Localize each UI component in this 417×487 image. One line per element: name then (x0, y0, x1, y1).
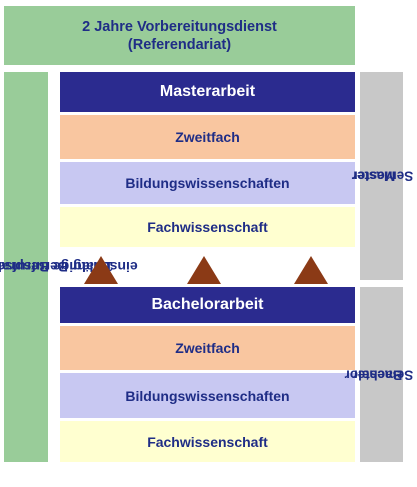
berufspraktikum-band: 1 Jahr Berufspraktikum oder einschlägige… (0, 72, 138, 462)
bachelor-semester-band: Bachelor 6 Semester (345, 287, 417, 462)
bachelor-label-line2: 6 Semester (352, 367, 417, 382)
referendariat-subtitle: (Referendariat) (127, 36, 232, 53)
progression-arrow-left (84, 256, 118, 284)
master-zweitfach-block: Zweitfach (60, 115, 355, 159)
master-semester-label: Master 4 Semester (352, 140, 417, 212)
referendariat-banner: 2 Jahre Vorbereitungsdienst (Referendari… (4, 6, 355, 65)
berufspraktikum-label: 1 Jahr Berufspraktikum oder einschlägige… (0, 163, 138, 371)
bachelor-zweitfach-block: Zweitfach (60, 326, 355, 370)
progression-arrow-center (187, 256, 221, 284)
master-bildungswissenschaften-block: Bildungswissenschaften (60, 162, 355, 204)
master-semester-band: Master 4 Semester (352, 72, 417, 280)
masterarbeit-block: Masterarbeit (60, 72, 355, 112)
bachelorarbeit-block: Bachelorarbeit (60, 287, 355, 323)
referendariat-title: 2 Jahre Vorbereitungsdienst (82, 18, 277, 35)
bachelor-semester-label: Bachelor 6 Semester (345, 338, 417, 410)
bachelor-bildungswissenschaften-block: Bildungswissenschaften (60, 373, 355, 418)
progression-arrow-right (294, 256, 328, 284)
master-fachwissenschaft-block: Fachwissenschaft (60, 207, 355, 247)
master-label-line2: 4 Semester (352, 168, 417, 184)
bachelor-fachwissenschaft-block: Fachwissenschaft (60, 421, 355, 462)
